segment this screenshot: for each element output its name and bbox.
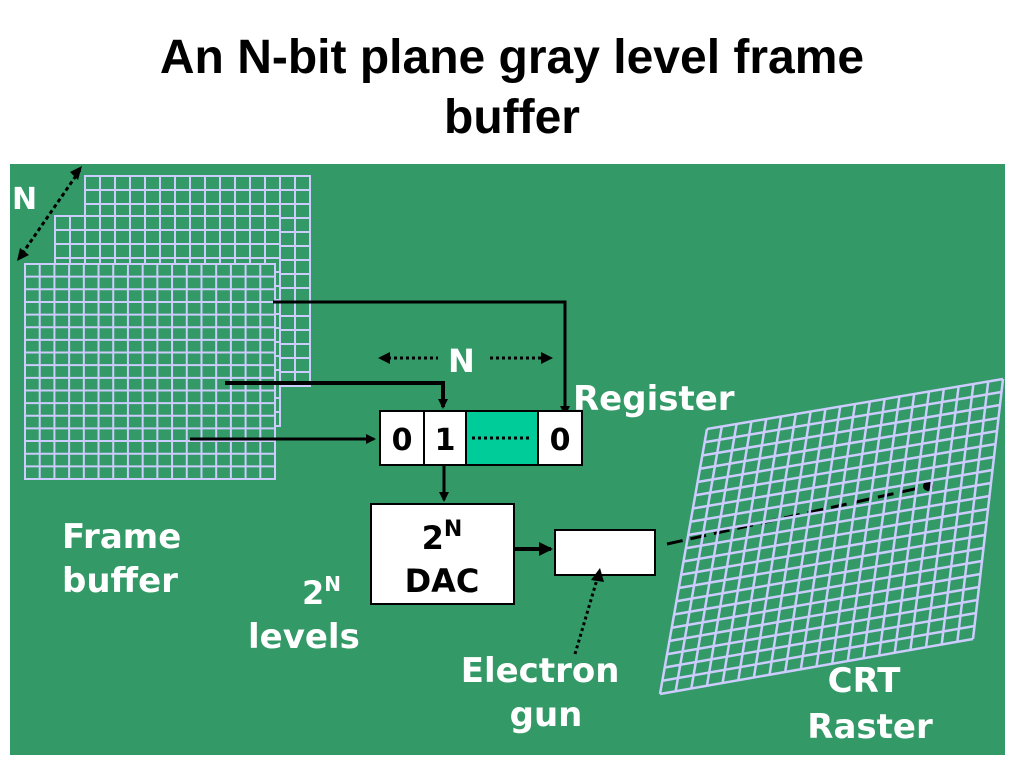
levels-base: 2 [302,574,324,612]
crt-grid-line-vertical [830,401,872,664]
register-label: Register [573,379,735,419]
dac-exponent: N [444,517,462,542]
register-bit-1: 1 [435,423,456,458]
crt-grid-line-horizontal [659,637,974,696]
bit-plane-border [24,263,276,480]
bit-plane-front [24,263,276,480]
dac-word: DAC [405,562,480,600]
crt-grid-line-horizontal [673,559,983,616]
slide-title: An N-bit plane gray level frame buffer [60,28,964,148]
dac-resolution-label: 2N [422,517,463,557]
register-bit-cell-right [537,410,583,466]
diagram-canvas: N N Register 0 1 0 [10,164,1005,755]
register-width-arrowhead-right [541,352,553,364]
frame-buffer-diagram: N N Register 0 1 0 [10,164,1005,755]
frame-buffer-label-line-2: buffer [62,561,178,601]
slide-title-line-1: An N-bit plane gray level frame [159,31,865,84]
crt-raster-label: CRT Raster [807,661,933,747]
crt-raster-label-line-2: Raster [807,707,933,747]
crt-grid-line-vertical [877,393,916,656]
levels-word: levels [248,617,360,657]
dac-base: 2 [422,519,444,557]
dac-box: 2N DAC [370,503,515,605]
register-bit-cell-second [423,410,467,466]
register-bit-0-left: 0 [392,423,413,458]
crt-grid-line-horizontal [662,624,975,682]
register-width-indicator: N [378,342,553,380]
register: 0 1 0 [379,410,583,466]
plane-line-middle [225,381,448,409]
crt-grid-line-vertical [846,398,886,662]
electron-gun-label-line-1: Electron [461,651,620,691]
electron-gun-label-line-2: gun [510,695,583,735]
frame-buffer-label: Frame buffer [62,517,193,601]
crt-grid-line-vertical [909,388,946,651]
crt-grid-line-vertical [893,391,931,653]
electron-gun-pointer-arrowhead [591,568,604,582]
crt-grid-line-horizontal [669,585,980,643]
electron-gun-pointer [573,575,600,655]
frame-buffer-planes [24,175,311,480]
crt-grid-line-vertical [862,396,901,659]
crt-grid-line-vertical [956,381,990,642]
register-bit-0-right: 0 [550,423,571,458]
crt-grid-line-vertical [940,383,975,645]
slide-title-line-2: buffer [444,91,580,144]
levels-exponent: N [324,572,341,596]
crt-grid-line-vertical [971,378,1005,640]
crt-grid-line-horizontal [680,520,987,576]
frame-buffer-label-line-1: Frame [62,517,181,557]
crt-raster-grid [658,377,1005,696]
depth-double-arrow [18,169,82,258]
electron-gun-box [554,529,656,576]
crt-raster-label-line-1: CRT [828,661,902,701]
plane-line-back [273,300,570,416]
dac-rect [370,503,515,605]
depth-label-n: N [12,182,37,217]
register-width-label-n: N [448,342,475,380]
depth-arrowhead-top [70,166,82,180]
crt-grid-line-horizontal [666,598,978,656]
plane-connections [190,300,570,444]
register-width-arrowhead-left [378,352,390,364]
crt-grid-line-horizontal [676,546,984,603]
electron-gun-label: Electron gun [461,651,632,735]
depth-arrowhead-bottom [17,248,29,261]
crt-grid-line-horizontal [678,533,986,590]
crt-grid-line-horizontal [671,572,981,629]
levels-power-label: 2N [302,572,341,612]
crt-grid-line-vertical [924,386,960,648]
crt-grid-line-horizontal [664,611,977,669]
crt-grid-line-horizontal [683,507,989,563]
register-bit-cell-left [379,410,425,466]
